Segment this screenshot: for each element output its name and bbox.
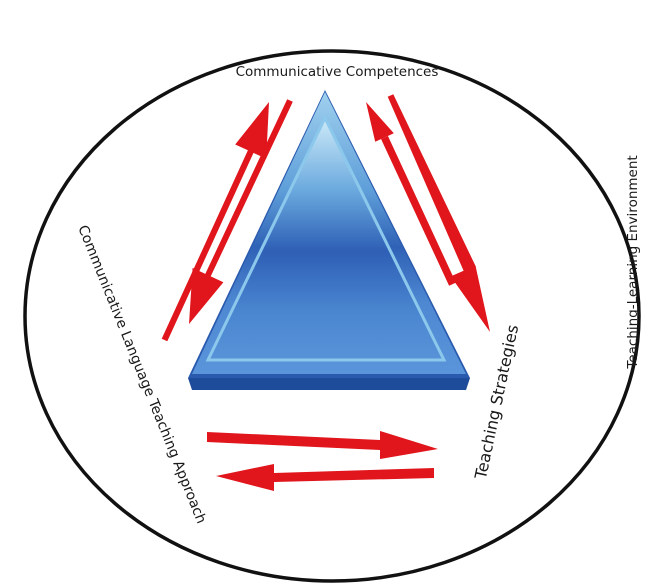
label-teaching-strategies: Teaching Strategies bbox=[471, 323, 522, 482]
bottom-left-arrow bbox=[216, 464, 434, 491]
label-teaching-approach: Communicative Language Teaching Approach bbox=[74, 223, 209, 526]
label-teaching-learning-environment: Teaching-Learning Environment bbox=[625, 155, 641, 369]
bottom-right-arrow bbox=[207, 431, 438, 459]
competence-triangle bbox=[188, 90, 470, 390]
bottom-arrow-pair bbox=[207, 431, 438, 491]
label-communicative-competences: Communicative Competences bbox=[236, 64, 439, 80]
